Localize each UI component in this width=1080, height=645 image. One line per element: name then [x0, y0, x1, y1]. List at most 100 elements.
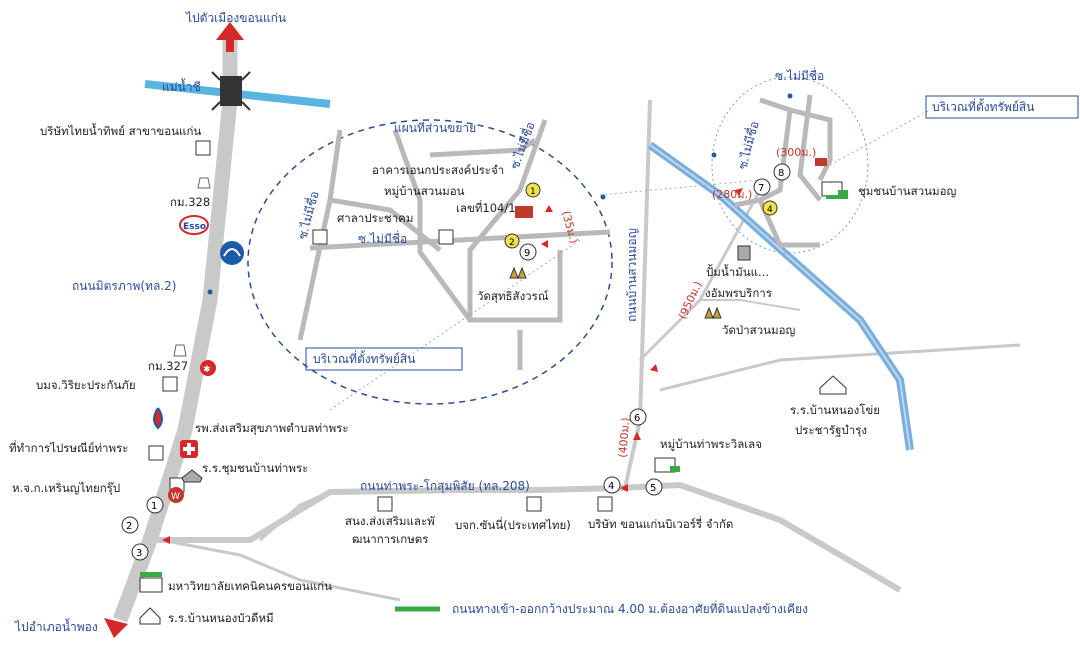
svg-text:4: 4 [767, 205, 773, 215]
marker-3[interactable]: 3 [131, 543, 149, 561]
label-soi-4: ซ.ไม่มีชื่อ [733, 119, 761, 171]
south-arrow-icon [104, 618, 128, 638]
svg-text:1: 1 [530, 187, 536, 197]
label-soi-5: ซ.ไม่มีชื่อ [775, 67, 824, 83]
community-icon [821, 181, 848, 197]
village-icon [654, 457, 680, 473]
svg-text:8: 8 [778, 168, 784, 179]
label-gas-station-1: ปั้มน้ำมันแ... [706, 264, 769, 279]
label-school-nong-chai-2: ประชารัฐบำรุง [795, 423, 867, 437]
label-dist-280: (280ม.) [712, 188, 752, 201]
label-dist-400: (400ม.) [616, 417, 632, 458]
label-km-327: กม.327 [148, 359, 188, 373]
school-nong-chai-icon [819, 375, 847, 395]
svg-text:7: 7 [758, 183, 764, 194]
svg-text:4: 4 [608, 481, 614, 492]
north-arrow-icon [216, 22, 244, 40]
label-legend: ถนนทางเข้า-ออกกว้างประมาณ 4.00 ม.ต้องอาศ… [452, 600, 808, 616]
label-khonkaen-river: บริษัท ขอนแก่นบิเวอร์รี่ จำกัด [588, 516, 733, 531]
logo-badge-icon: W [168, 487, 184, 503]
marker-7[interactable]: 7 [753, 178, 771, 196]
marker-4[interactable]: 4 [603, 476, 621, 494]
marker-1[interactable]: 1 [146, 496, 164, 514]
label-wat-pa: วัดป่าสวนมอญ [722, 323, 796, 337]
label-community: ชุมชนบ้านสวนมอญ [858, 184, 956, 198]
label-road-208: ถนนท่าพระ-โกสุมพิสัย (ทล.208) [360, 479, 530, 494]
label-agri-office-1: สนง.ส่งเสริมและพั [345, 514, 435, 528]
label-property-area: บริเวณที่ตั้งทรัพย์สิน [313, 350, 415, 366]
label-expansion-map: แผนที่ส่วนขยาย [394, 119, 476, 135]
label-dist-35: (35ม.) [559, 209, 580, 245]
yellow-marker-1[interactable]: 1 [525, 182, 541, 198]
gas-station-icon [737, 245, 751, 261]
shell-logo-icon: ✱ [200, 360, 216, 376]
label-thai-drinks: บริษัทไทยน้ำทิพย์ สาขาขอนแก่น [40, 123, 201, 138]
label-village-suan-mon: หมู่บ้านสวนมอน [384, 184, 465, 198]
marker-5[interactable]: 5 [645, 478, 663, 496]
svg-text:Esso: Esso [183, 222, 206, 232]
label-soi-2: ซ.ไม่มีชื่อ [358, 230, 407, 246]
svg-text:2: 2 [126, 521, 132, 532]
label-to-nam-phong: ไปอำเภอน้ำพอง [14, 618, 98, 634]
label-sala: ศาลาประชาคม [337, 211, 413, 225]
label-school-nong-bua: ร.ร.บ้านหนองบัวดีหมี [168, 611, 274, 625]
temple-icon [509, 266, 527, 280]
label-dist-300: (300ม.) [776, 146, 816, 159]
bridge-icon [220, 76, 242, 106]
svg-text:✱: ✱ [203, 365, 211, 375]
route-arrows [162, 188, 743, 544]
yellow-marker-2[interactable]: 2 [504, 233, 520, 249]
label-gas-station-2: งอัมพรบริการ [705, 286, 772, 300]
marker-8[interactable]: 8 [773, 163, 791, 181]
yellow-marker-4[interactable]: 4 [762, 200, 778, 216]
label-house-no: เลขที่104/1 [456, 200, 516, 215]
svg-text:5: 5 [650, 483, 656, 494]
km-328-icon [197, 177, 211, 189]
school-icon [181, 469, 203, 483]
marker-6[interactable]: 6 [629, 408, 647, 426]
label-building-purpose: อาคารเอนกประสงค์ประจำ [372, 163, 504, 177]
label-sunny: บจก.ซันนี่(ประเทศไทย) [455, 517, 571, 532]
expansion-map-circle [247, 119, 613, 405]
label-chi-river: แม่น้ำชี [162, 78, 201, 94]
svg-text:1: 1 [151, 501, 157, 512]
label-insurance: บมจ.วิริยะประกันภัย [36, 378, 136, 392]
svg-text:W: W [171, 492, 180, 502]
svg-text:9: 9 [524, 248, 530, 259]
marker-9[interactable]: 9 [519, 243, 537, 261]
label-wat-suthi: วัดสุทธิสังวรณ์ [477, 289, 549, 303]
svg-text:3: 3 [136, 548, 142, 559]
label-km-328: กม.328 [170, 195, 210, 209]
flame-logo-icon [153, 407, 163, 430]
km-327-icon [173, 344, 187, 357]
label-hareen: ห.จ.ก.เหรินญไทยกรุ๊ป [12, 481, 120, 495]
expansion-roads [297, 119, 611, 370]
label-property-area-2: บริเวณที่ตั้งทรัพย์สิน [932, 98, 1034, 114]
label-university: มหาวิทยาลัยเทคนิคนครขอนแก่น [168, 579, 332, 593]
label-friendship-road: ถนนมิตรภาพ(ทล.2) [72, 279, 176, 293]
svg-text:2: 2 [509, 238, 515, 248]
marker-2[interactable]: 2 [121, 516, 139, 534]
dot-markers [207, 93, 793, 295]
label-school-nong-chai-1: ร.ร.บ้านหนองโข่ย [790, 403, 880, 417]
community-roads [734, 94, 833, 248]
label-hospital: รพ.ส่งเสริมสุขภาพตำบลท่าพระ [195, 421, 349, 435]
label-agri-office-2: ฒนาการเกษตร [352, 532, 428, 546]
university-icon [139, 572, 163, 593]
svg-text:6: 6 [634, 413, 640, 424]
wat-pa-temple-icon [704, 306, 722, 320]
property-area-circle [711, 76, 869, 254]
label-suan-mon-road: ถนนบ้านสวนมอญ [625, 228, 639, 322]
label-school-tha-phra: ร.ร.ชุมชนบ้านท่าพระ [202, 461, 308, 475]
label-post-office: ที่ทำการไปรษณีย์ท่าพระ [9, 440, 128, 455]
label-village-tha-phra: หมู่บ้านท่าพระวิลเลจ [660, 437, 762, 451]
property-lot-2 [815, 158, 827, 166]
label-to-khon-kaen: ไปตัวเมืองขอนแก่น [185, 11, 286, 25]
ptt-logo-icon [220, 241, 244, 265]
school-nong-bua-icon [139, 607, 161, 625]
property-lot [515, 206, 533, 218]
esso-logo-icon: Esso [179, 215, 209, 235]
hospital-cross-icon [180, 440, 198, 458]
